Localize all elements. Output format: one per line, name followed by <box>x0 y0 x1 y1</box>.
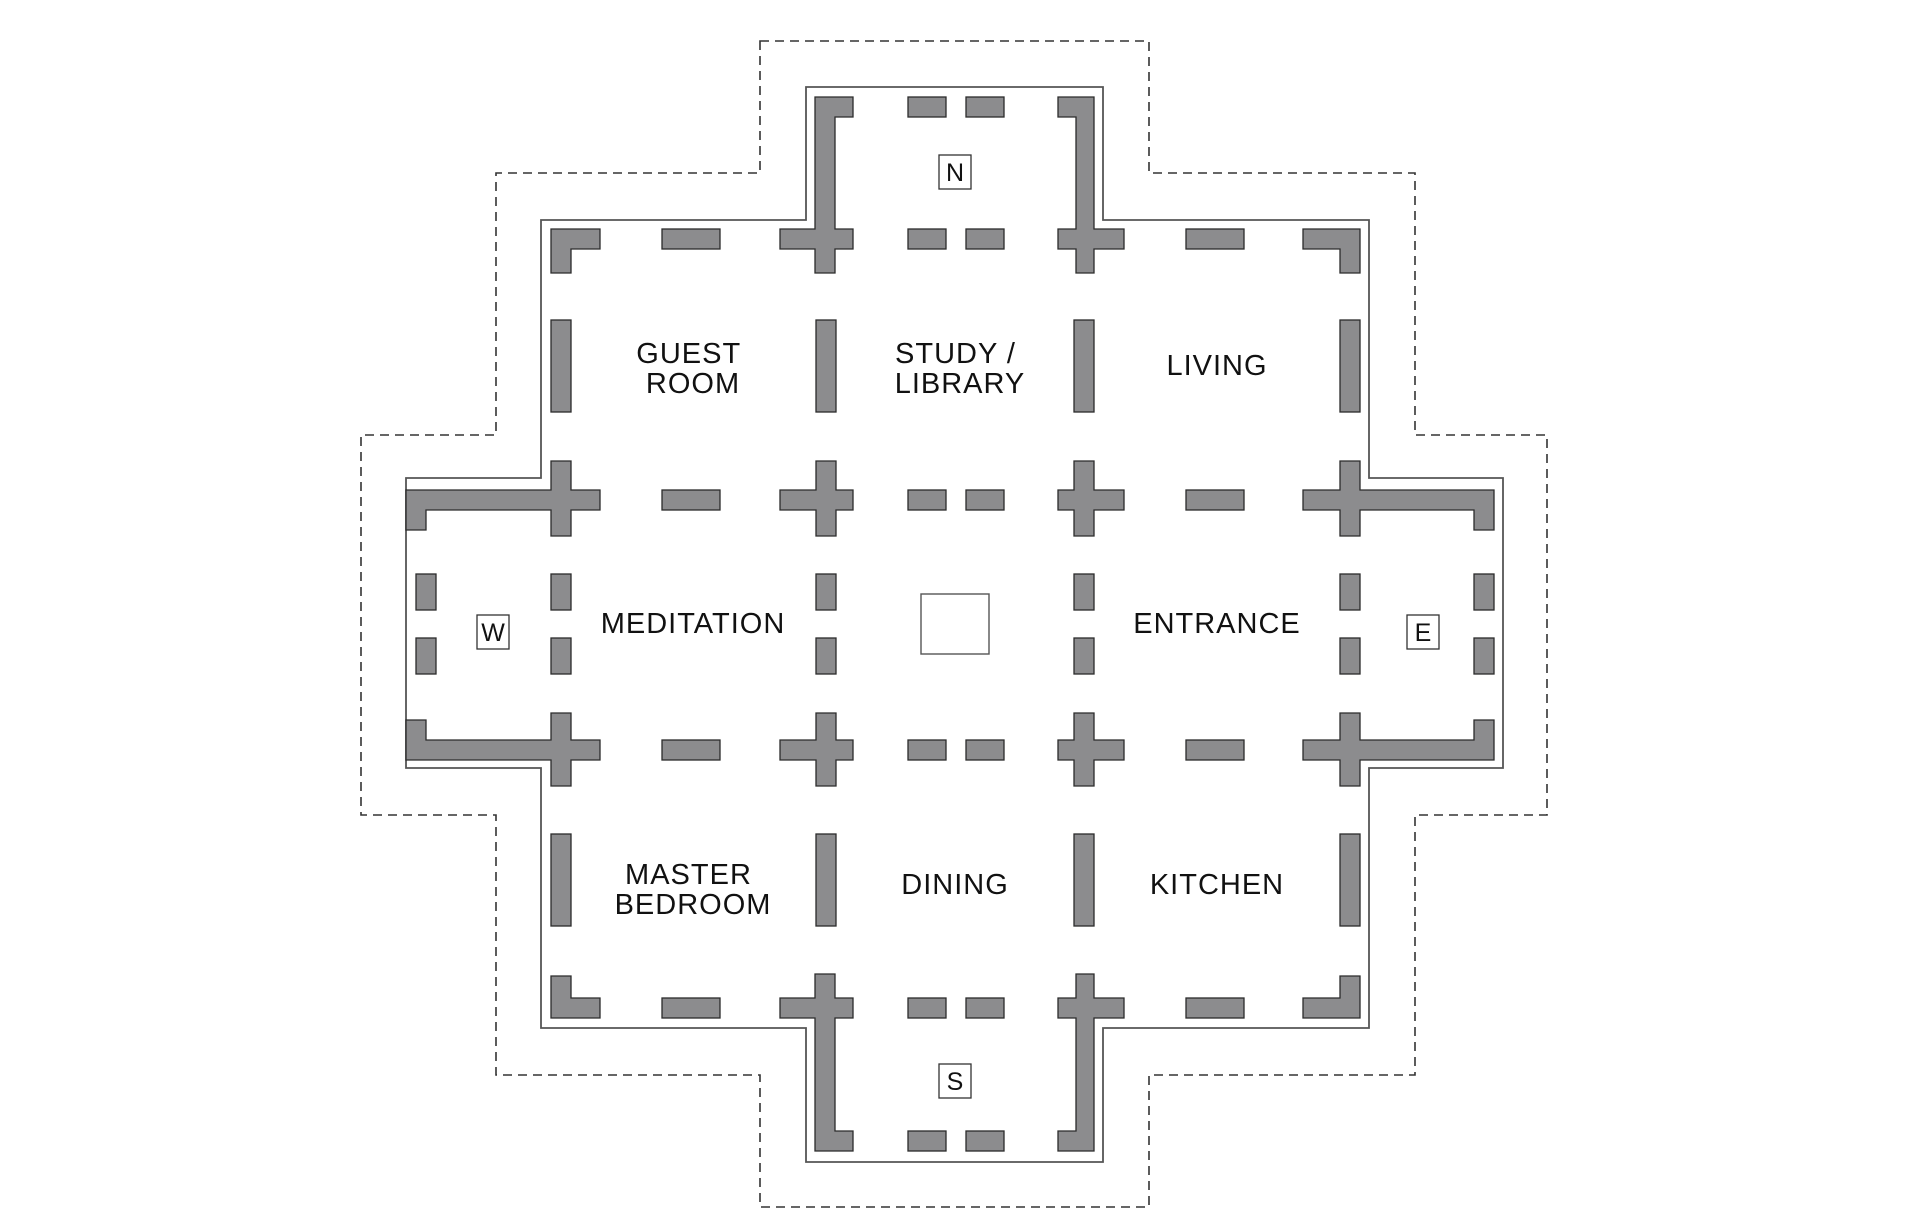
room-label-line: DINING <box>901 869 1009 901</box>
wall <box>550 319 572 413</box>
wall <box>965 997 1005 1019</box>
wall <box>965 739 1005 761</box>
wall <box>907 739 947 761</box>
wall <box>661 489 721 511</box>
west-marker: W <box>476 614 510 650</box>
room-label-line: STUDY / <box>895 338 1016 370</box>
wall <box>661 739 721 761</box>
outer-dashed-boundary <box>360 40 1548 1208</box>
wall <box>550 637 572 675</box>
room-label-living: LIVING <box>1166 350 1267 382</box>
room-label-guest-room: GUEST ROOM <box>636 338 749 400</box>
north-label: N <box>946 159 964 187</box>
wall <box>779 96 854 274</box>
wall <box>815 637 837 675</box>
wall <box>1302 712 1495 787</box>
wall <box>815 573 837 611</box>
wall <box>1185 739 1245 761</box>
wall <box>550 573 572 611</box>
south-label: S <box>947 1068 964 1096</box>
wall <box>815 319 837 413</box>
room-label-line: GUEST <box>636 338 740 370</box>
room-label-line: LIBRARY <box>895 368 1026 400</box>
wall <box>1185 489 1245 511</box>
east-marker: E <box>1406 614 1440 650</box>
wall <box>1185 228 1245 250</box>
wall <box>1302 460 1495 537</box>
wall <box>1073 833 1095 927</box>
wall <box>1339 573 1361 611</box>
room-label-entrance: ENTRANCE <box>1133 608 1301 640</box>
wall <box>907 997 947 1019</box>
room-label-line: MEDITATION <box>601 608 786 640</box>
building-outline <box>405 86 1504 1163</box>
wall <box>1057 460 1125 537</box>
wall <box>1339 637 1361 675</box>
wall <box>415 637 437 675</box>
east-marker-box <box>1406 614 1440 650</box>
wall <box>550 975 601 1019</box>
wall <box>965 1130 1005 1152</box>
room-label-dining: DINING <box>901 869 1009 901</box>
wall <box>779 460 854 537</box>
wall <box>661 997 721 1019</box>
walls <box>405 96 1495 1152</box>
wall <box>1339 833 1361 927</box>
wall <box>1057 96 1125 274</box>
wall <box>907 228 947 250</box>
room-label-line: MASTER <box>625 859 752 891</box>
room-label-line: KITCHEN <box>1150 869 1284 901</box>
south-marker-box <box>938 1063 972 1099</box>
wall <box>1057 973 1125 1152</box>
wall <box>779 712 854 787</box>
room-label-line: ENTRANCE <box>1133 608 1301 640</box>
wall <box>550 833 572 927</box>
room-label-study-library: STUDY / LIBRARY <box>895 338 1026 400</box>
wall <box>661 228 721 250</box>
south-marker: S <box>938 1063 972 1099</box>
wall <box>1302 228 1361 274</box>
wall <box>415 573 437 611</box>
wall <box>779 973 854 1152</box>
wall <box>965 228 1005 250</box>
wall <box>907 96 947 118</box>
west-marker-box <box>476 614 510 650</box>
wall <box>1073 573 1095 611</box>
room-label-kitchen: KITCHEN <box>1150 869 1284 901</box>
room-label-master-bedroom: MASTER BEDROOM <box>615 859 772 921</box>
wall <box>1073 319 1095 413</box>
room-label-line: BEDROOM <box>615 889 772 921</box>
wall <box>405 712 601 787</box>
wall <box>1473 573 1495 611</box>
north-marker-box <box>938 154 972 190</box>
east-label: E <box>1415 619 1432 647</box>
room-label-meditation: MEDITATION <box>601 608 786 640</box>
wall <box>1339 319 1361 413</box>
wall <box>907 1130 947 1152</box>
room-label-line: ROOM <box>646 368 740 400</box>
wall <box>1302 975 1361 1019</box>
wall <box>1185 997 1245 1019</box>
wall <box>965 96 1005 118</box>
north-marker: N <box>938 154 972 190</box>
west-label: W <box>481 619 505 647</box>
wall <box>1473 637 1495 675</box>
wall <box>965 489 1005 511</box>
wall <box>1057 712 1125 787</box>
central-courtyard <box>920 593 990 655</box>
wall <box>550 228 601 274</box>
wall <box>907 489 947 511</box>
room-label-line: LIVING <box>1166 350 1267 382</box>
wall <box>815 833 837 927</box>
wall <box>1073 637 1095 675</box>
wall <box>405 460 601 537</box>
